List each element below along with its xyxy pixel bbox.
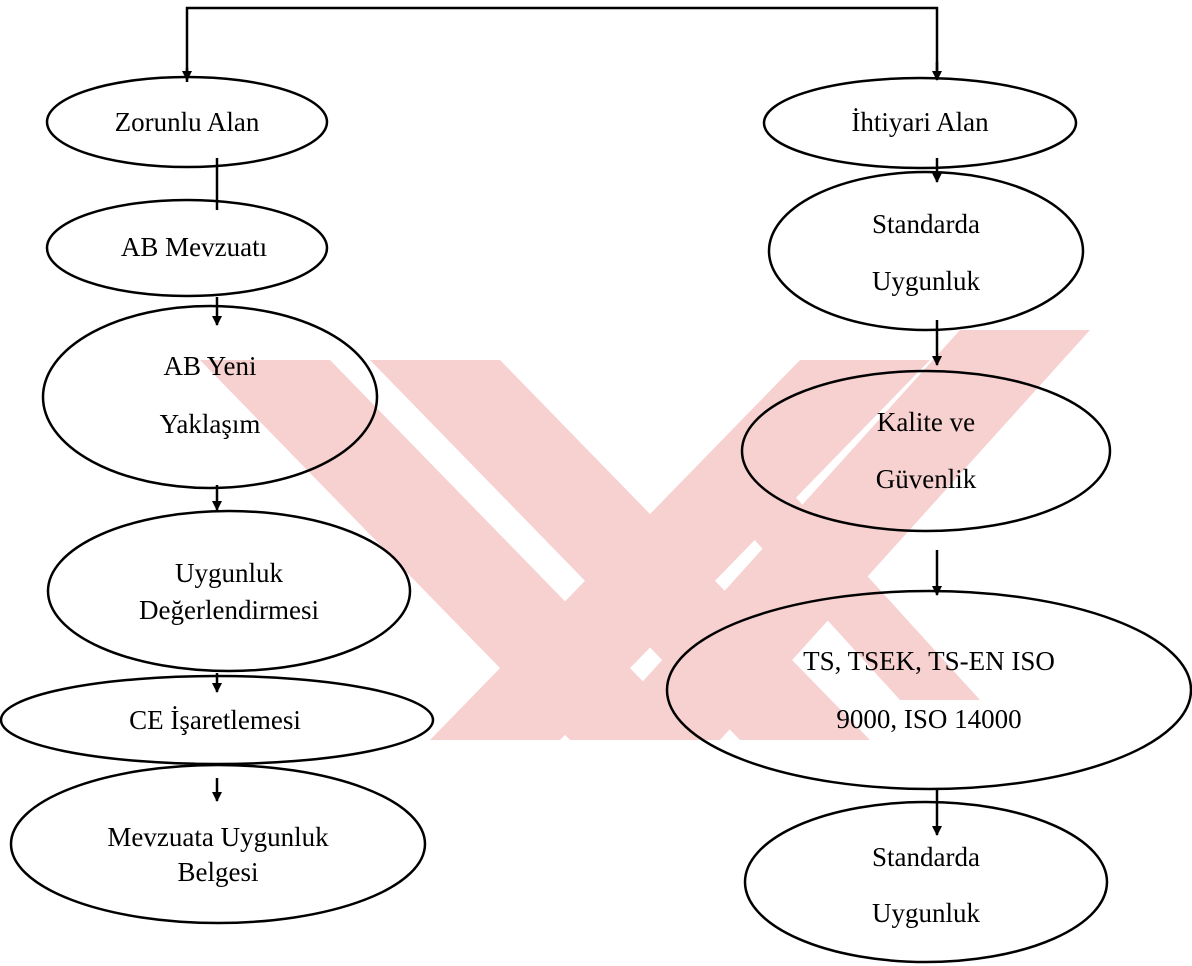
watermark-logo	[200, 330, 1090, 740]
label-ts-standards-line1: TS, TSEK, TS-EN ISO	[803, 646, 1055, 676]
label-mevzuata-uygunluk-belgesi-line2: Belgesi	[178, 857, 259, 887]
label-uygunluk-degerlendirmesi-line2: Değerlendirmesi	[139, 595, 319, 625]
label-ts-standards-line2: 9000, ISO 14000	[836, 704, 1021, 734]
label-ab-mevzuati: AB Mevzuatı	[121, 232, 267, 262]
label-ab-yeni-yaklasim-line2: Yaklaşım	[160, 409, 261, 439]
label-standarda-uygunluk-2-line2: Uygunluk	[872, 898, 981, 928]
node-kalite-ve-guvenlik	[740, 369, 1112, 533]
label-zorunlu-alan: Zorunlu Alan	[115, 107, 260, 137]
top-connector	[185, 6, 939, 82]
label-uygunluk-degerlendirmesi-line1: Uygunluk	[175, 558, 284, 588]
node-ihtiyari-alan	[762, 76, 1078, 170]
node-standarda-uygunluk-1	[767, 170, 1085, 332]
node-mevzuata-uygunluk-belgesi	[9, 763, 427, 925]
label-kalite-ve-guvenlik-line1: Kalite ve	[877, 407, 975, 437]
node-standarda-uygunluk-2	[743, 800, 1109, 964]
label-standarda-uygunluk-1-line2: Uygunluk	[872, 266, 981, 296]
node-ts-standards	[665, 589, 1192, 791]
node-zorunlu-alan	[45, 75, 329, 169]
watermark-stripe	[430, 360, 930, 740]
label-ab-yeni-yaklasim-line1: AB Yeni	[163, 351, 256, 381]
label-ce-isaretlemesi: CE İşaretlemesi	[129, 705, 301, 735]
label-standarda-uygunluk-2-line1: Standarda	[872, 842, 980, 872]
node-ab-yeni-yaklasim	[41, 304, 379, 490]
label-standarda-uygunluk-1-line1: Standarda	[872, 209, 980, 239]
label-ihtiyari-alan: İhtiyari Alan	[851, 107, 989, 137]
label-kalite-ve-guvenlik-line2: Güvenlik	[876, 464, 977, 494]
node-labels: Zorunlu Alan AB Mevzuatı AB Yeni Yaklaşı…	[107, 107, 1054, 928]
label-mevzuata-uygunluk-belgesi-line1: Mevzuata Uygunluk	[107, 822, 329, 852]
node-uygunluk-degerlendirmesi	[46, 509, 412, 673]
node-shapes	[0, 75, 1192, 964]
watermark-stripe	[590, 330, 1090, 740]
watermark-stripe	[700, 480, 980, 700]
node-ab-mevzuati	[45, 198, 329, 298]
